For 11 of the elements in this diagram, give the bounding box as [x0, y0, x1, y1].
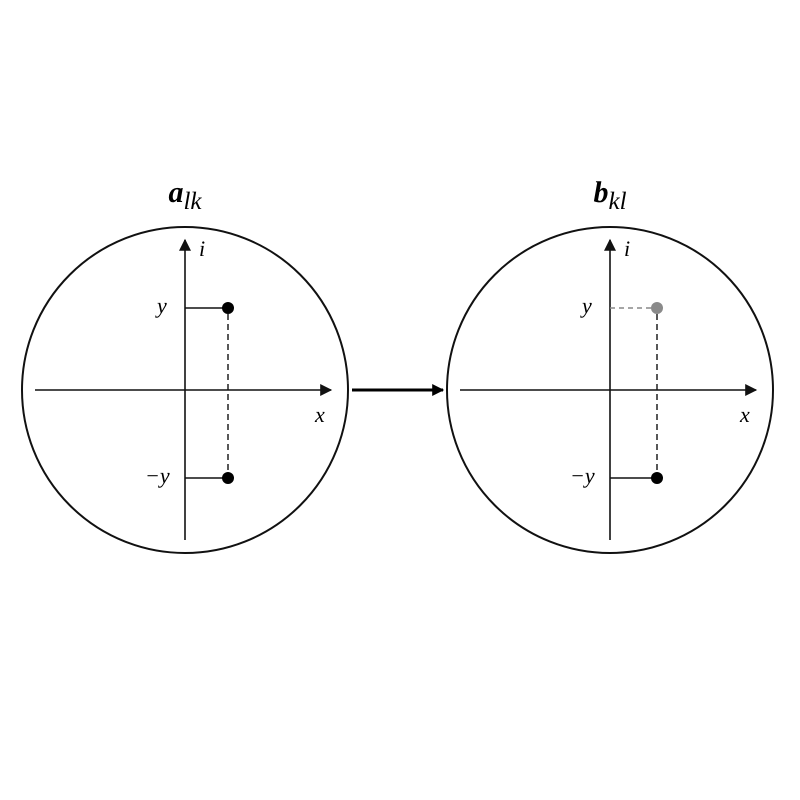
matrix-heading: a$_{lk}$: [168, 175, 202, 217]
axis-label: i: [199, 238, 206, 260]
axis-label: y: [582, 295, 592, 317]
axis-label: x: [315, 404, 325, 426]
axis-label: i: [624, 238, 630, 260]
axis-label: −y: [145, 465, 170, 487]
matrix-heading: b$_{kl}$: [593, 175, 627, 217]
arrow: [352, 384, 444, 396]
axis-label: x: [740, 404, 750, 426]
axis-label: −y: [570, 465, 595, 487]
axis-label: y: [157, 295, 167, 317]
